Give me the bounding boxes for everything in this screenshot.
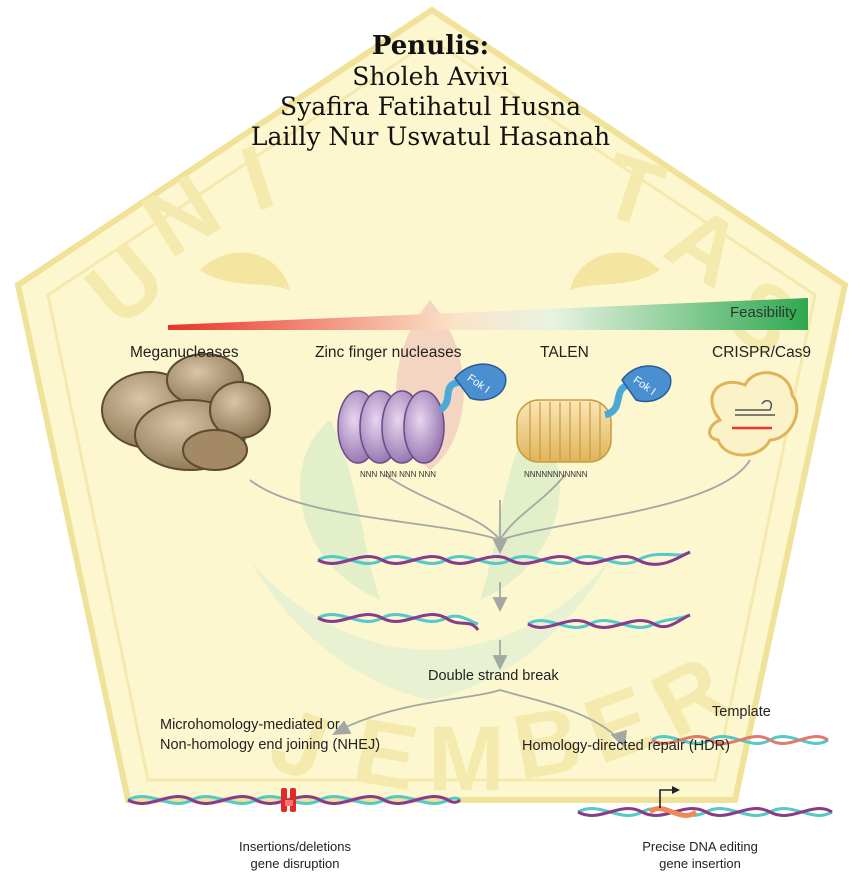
tool-label-zinc-finger: Zinc finger nucleases	[315, 344, 461, 362]
right-outcome-line1: Precise DNA editing	[600, 838, 800, 855]
feasibility-label: Feasibility	[730, 304, 797, 321]
hdr-label: Homology-directed repair (HDR)	[522, 738, 730, 754]
tool-label-talen: TALEN	[540, 344, 589, 362]
double-strand-break-label: Double strand break	[428, 668, 559, 684]
author-name-3: Lailly Nur Uswatul Hasanah	[0, 122, 861, 152]
tool-label-crispr: CRISPR/Cas9	[712, 344, 811, 362]
left-outcome-line2: gene disruption	[195, 855, 395, 872]
nhej-label-line1: Microhomology-mediated or	[160, 717, 340, 733]
nhej-label-line2: Non-homology end joining (NHEJ)	[160, 737, 380, 753]
talen-sequence: NNNNNNNNNNN	[524, 470, 588, 479]
author-heading: Penulis:	[0, 30, 861, 62]
tool-label-meganucleases: Meganucleases	[130, 344, 239, 362]
author-block: Penulis: Sholeh Avivi Syafira Fatihatul …	[0, 30, 861, 152]
zfn-sequence: NNN NNN NNN NNN	[360, 470, 436, 479]
template-label: Template	[712, 704, 771, 720]
left-outcome-line1: Insertions/deletions	[195, 838, 395, 855]
author-name-1: Sholeh Avivi	[0, 62, 861, 92]
right-outcome-line2: gene insertion	[600, 855, 800, 872]
svg-text:M: M	[428, 708, 505, 810]
author-name-2: Syafira Fatihatul Husna	[0, 92, 861, 122]
